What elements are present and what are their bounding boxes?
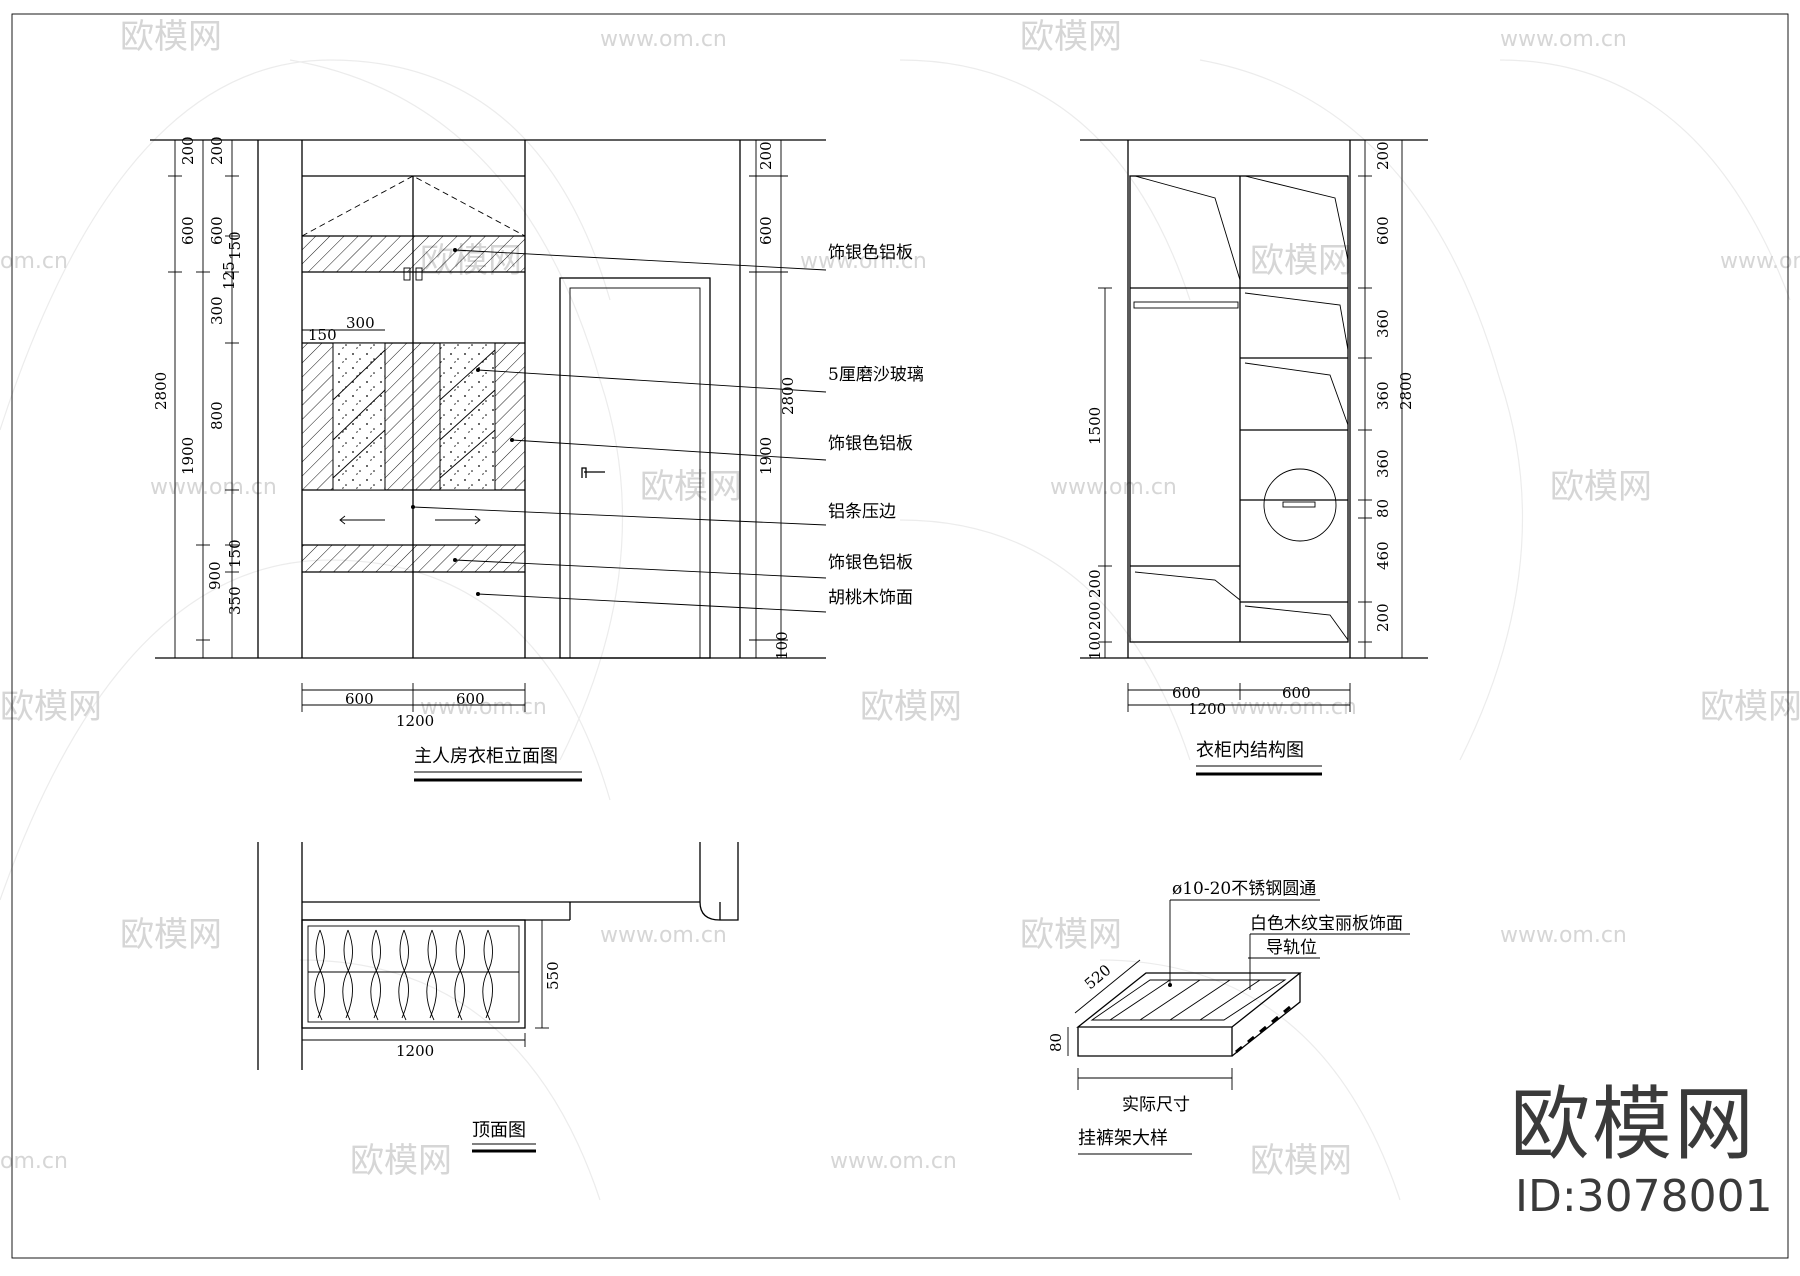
dim-int-left-100: 100 <box>1086 631 1104 660</box>
watermark-brand: 欧模网 <box>1250 241 1352 281</box>
dim-left-1900: 1900 <box>179 437 197 475</box>
label-silver-aluminum-3: 饰银色铝板 <box>828 553 913 573</box>
watermark-brand: 欧模网 <box>0 687 102 727</box>
watermark-url: www.om.cn <box>1500 923 1627 948</box>
dim-top-300: 300 <box>346 314 375 332</box>
watermark-url: www.om.cn <box>600 923 727 948</box>
dim-int-right-360b: 360 <box>1374 381 1392 410</box>
dim-rack-actual: 实际尺寸 <box>1122 1095 1190 1115</box>
dim-int-bottom-1200: 1200 <box>1188 700 1226 718</box>
watermark-url: om.cn <box>0 1149 68 1174</box>
dim-int-bottom-600b: 600 <box>1282 684 1311 702</box>
dim-plan-550: 550 <box>544 961 562 990</box>
sheet-border <box>11 13 1789 1259</box>
dim-bottom-1200: 1200 <box>396 712 434 730</box>
interior-drawing: 1500 200 100 200 200 600 360 360 360 80 … <box>1080 139 1428 776</box>
dim-int-left-200b: 200 <box>1086 601 1104 630</box>
dim-right-100: 100 <box>773 631 791 660</box>
watermark-brand: 欧模网 <box>1700 687 1800 727</box>
label-white-wood-laminate: 白色木纹宝丽板饰面 <box>1250 914 1403 934</box>
watermark-url: www.om.cn <box>1500 27 1627 52</box>
dim-bottom-600a: 600 <box>345 690 374 708</box>
brand-id: ID:3078001 <box>1515 1171 1773 1222</box>
watermark-url: www.om.cn <box>830 1149 957 1174</box>
dim-int-right-460: 460 <box>1374 541 1392 570</box>
watermark-brand: 欧模网 <box>1250 1141 1352 1181</box>
plan-drawing: 550 1200 顶面图 <box>257 842 739 1153</box>
dim-left2-300: 300 <box>208 296 226 325</box>
watermark-url: om.cn <box>0 249 68 274</box>
dim-int-right-600: 600 <box>1374 216 1392 245</box>
dim-int-left-200a: 200 <box>1086 569 1104 598</box>
rack-title: 挂裤架大样 <box>1078 1128 1168 1149</box>
watermark-url: www.om.cn <box>1720 249 1800 274</box>
dim-left-600: 600 <box>179 216 197 245</box>
dim-int-bottom-600a: 600 <box>1172 684 1201 702</box>
rack-drawing: 520 80 实际尺寸 ø10-20不锈钢圆通 白色木纹宝丽板饰面 导轨位 挂裤… <box>1047 879 1410 1155</box>
dim-left2-200: 200 <box>208 136 226 165</box>
dim-right-600: 600 <box>757 216 775 245</box>
watermark-brand: 欧模网 <box>640 467 742 507</box>
watermark-brand: 欧模网 <box>860 687 962 727</box>
interior-title: 衣柜内结构图 <box>1196 740 1304 761</box>
watermark-url: www.om.cn <box>420 695 547 720</box>
dim-right-2800: 2800 <box>779 377 797 415</box>
elevation-title: 主人房衣柜立面图 <box>414 746 558 767</box>
dim-plan-1200: 1200 <box>396 1042 434 1060</box>
dim-int-right-360c: 360 <box>1374 449 1392 478</box>
dim-left2-350: 350 <box>226 586 244 615</box>
label-stainless-rod: ø10-20不锈钢圆通 <box>1172 879 1316 899</box>
watermark-url: www.om.cn <box>600 27 727 52</box>
watermark-brand: 欧模网 <box>120 915 222 955</box>
label-silver-aluminum-1: 饰银色铝板 <box>828 243 913 263</box>
dim-left2-800: 800 <box>208 401 226 430</box>
dim-right-200: 200 <box>757 141 775 170</box>
watermark-brand: 欧模网 <box>1020 915 1122 955</box>
dim-int-right-2800: 2800 <box>1397 372 1415 410</box>
dim-right-1900: 1900 <box>757 437 775 475</box>
dim-left2-150b: 150 <box>226 539 244 568</box>
watermark-layer: 欧模网 www.om.cn 欧模网 www.om.cn om.cn 欧模网 ww… <box>0 17 1800 1201</box>
label-frosted-glass: 5厘磨沙玻璃 <box>828 365 924 385</box>
elevation-drawing: 200 600 2800 1900 900 200 600 125 150 30… <box>150 136 924 782</box>
dim-int-right-360a: 360 <box>1374 309 1392 338</box>
dim-int-left-1500: 1500 <box>1086 407 1104 445</box>
watermark-url: www.om.cn <box>150 475 277 500</box>
brand-logo: 欧模网 <box>1510 1078 1756 1171</box>
watermark-brand: 欧模网 <box>1550 467 1652 507</box>
label-walnut-veneer: 胡桃木饰面 <box>828 588 913 608</box>
watermark-brand: 欧模网 <box>350 1141 452 1181</box>
dim-left-200: 200 <box>179 136 197 165</box>
dim-top-150: 150 <box>308 326 337 344</box>
plan-title: 顶面图 <box>472 1120 526 1141</box>
dim-int-right-200b: 200 <box>1374 603 1392 632</box>
dim-left-2800: 2800 <box>152 372 170 410</box>
label-rail-position: 导轨位 <box>1266 938 1317 958</box>
dim-int-right-200a: 200 <box>1374 141 1392 170</box>
label-silver-aluminum-2: 饰银色铝板 <box>828 434 913 454</box>
watermark-brand: 欧模网 <box>1020 17 1122 57</box>
label-aluminum-strip: 铝条压边 <box>828 502 896 522</box>
dim-left-900: 900 <box>206 561 224 590</box>
dim-left2-150: 150 <box>226 231 244 260</box>
hanger-row <box>314 929 493 1021</box>
watermark-brand: 欧模网 <box>120 17 222 57</box>
dim-rack-80: 80 <box>1047 1033 1065 1052</box>
dim-left2-125: 125 <box>220 261 238 290</box>
watermark-url: www.om.cn <box>1050 475 1177 500</box>
dim-rack-520: 520 <box>1081 961 1115 993</box>
watermark-url: www.om.cn <box>1230 695 1357 720</box>
dim-bottom-600b: 600 <box>456 690 485 708</box>
dim-left2-600: 600 <box>208 216 226 245</box>
dim-int-right-80: 80 <box>1374 499 1392 518</box>
